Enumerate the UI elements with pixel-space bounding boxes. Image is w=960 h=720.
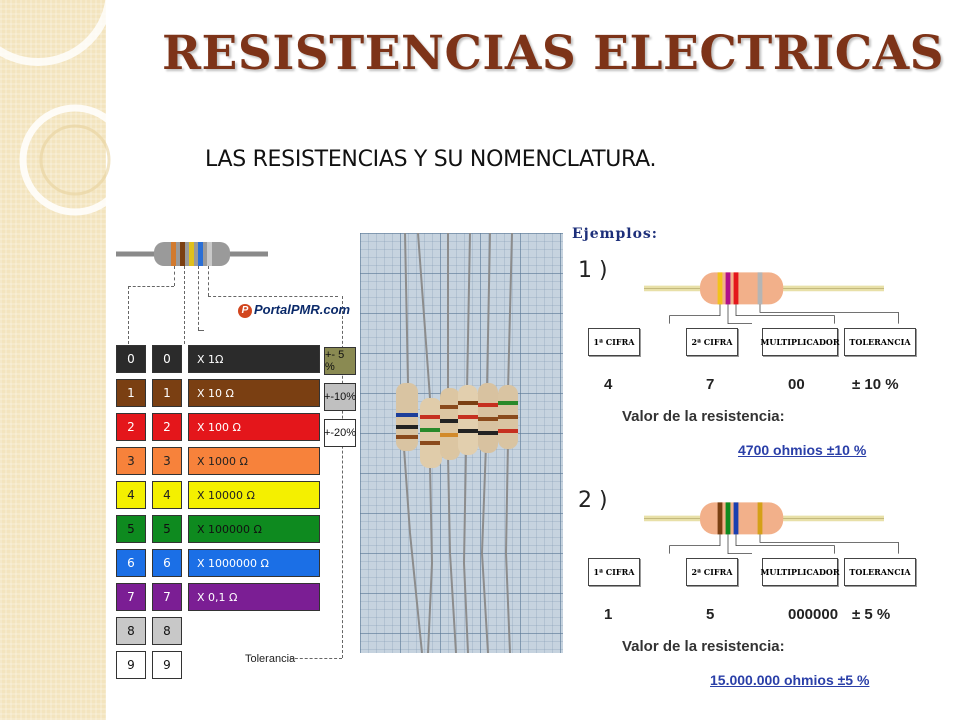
digit2-cell: 2 [152, 413, 182, 441]
digit1-cell: 3 [116, 447, 146, 475]
multiplier-cell: X 10000 Ω [188, 481, 320, 509]
tolerance-cell: +- 5 % [324, 347, 356, 375]
label-box-mult: MULTIPLICADOR [761, 328, 840, 356]
band-stripe [717, 272, 723, 305]
tolerance-cell: +-20% [324, 419, 356, 447]
multiplier-cell: X 100000 Ω [188, 515, 320, 543]
label-box-c1: 1ª CIFRA [588, 558, 640, 586]
digit1-cell: 6 [116, 549, 146, 577]
digit-2-value: 7 [706, 376, 715, 393]
digit1-cell: 5 [116, 515, 146, 543]
digit-2-value: 5 [706, 606, 715, 623]
digit1-cell: 0 [116, 345, 146, 373]
band-stripe [725, 502, 731, 535]
logo-text: PortalPMR.com [254, 302, 351, 317]
slide-title: RESISTENCIAS ELECTRICAS [162, 26, 945, 81]
result-value: 15.000.000 ohmios ±5 % [710, 672, 870, 688]
digit1-cell: 4 [116, 481, 146, 509]
digit1-cell: 2 [116, 413, 146, 441]
digit-1-value: 1 [604, 606, 613, 623]
tolerance-value: ± 10 % [852, 376, 899, 393]
tolerance-value: ± 5 % [852, 606, 891, 623]
example-number: 1 ) [578, 258, 608, 283]
label-box-tol: TOLERANCIA [844, 558, 916, 586]
digit1-cell: 1 [116, 379, 146, 407]
label-box-tol: TOLERANCIA [844, 328, 916, 356]
band-stripe [725, 272, 731, 305]
label-box-c1: 1ª CIFRA [588, 328, 640, 356]
examples-heading: Ejemplos: [572, 226, 658, 242]
band-stripe [757, 502, 763, 535]
digit-1-value: 4 [604, 376, 613, 393]
multiplier-cell: X 10 Ω [188, 379, 320, 407]
valor-label: Valor de la resistencia: [622, 408, 785, 425]
resistors-photo [360, 233, 563, 653]
resistors-photo-drawing [396, 233, 518, 653]
band-stripe [757, 272, 763, 305]
digit2-cell: 7 [152, 583, 182, 611]
slide-subtitle: LAS RESISTENCIAS Y SU NOMENCLATURA. [205, 147, 657, 172]
digit2-cell: 8 [152, 617, 182, 645]
tolerance-label: Tolerancia [245, 653, 296, 665]
examples-panel: Ejemplos: 1 ) 1ª CIFRA 2ª CIFRA MULTIPLICAD… [566, 226, 960, 720]
multiplier-value: 00 [788, 376, 805, 393]
example-number: 2 ) [578, 488, 608, 513]
multiplier-cell: X 1000 Ω [188, 447, 320, 475]
digit2-cell: 6 [152, 549, 182, 577]
digit2-cell: 9 [152, 651, 182, 679]
valor-label: Valor de la resistencia: [622, 638, 785, 655]
digit2-cell: 1 [152, 379, 182, 407]
multiplier-cell: X 1Ω [188, 345, 320, 373]
digit1-cell: 7 [116, 583, 146, 611]
example-resistor-icon [644, 272, 899, 324]
digit2-cell: 3 [152, 447, 182, 475]
multiplier-value: 000000 [788, 606, 839, 623]
resistor-icon [116, 242, 268, 266]
digit2-cell: 0 [152, 345, 182, 373]
digit2-cell: 5 [152, 515, 182, 543]
logo-mark-icon: P [238, 303, 252, 318]
result-value: 4700 ohmios ±10 % [738, 442, 867, 458]
multiplier-cell: X 100 Ω [188, 413, 320, 441]
digit1-cell: 8 [116, 617, 146, 645]
label-box-c2: 2ª CIFRA [686, 558, 738, 586]
multiplier-cell: X 0,1 Ω [188, 583, 320, 611]
decorative-side-band [0, 0, 106, 720]
decorative-circles [0, 0, 130, 216]
band-stripe [733, 272, 739, 305]
example-resistor-icon [644, 502, 899, 554]
label-box-c2: 2ª CIFRA [686, 328, 738, 356]
multiplier-cell: X 1000000 Ω [188, 549, 320, 577]
digit2-cell: 4 [152, 481, 182, 509]
label-box-mult: MULTIPLICADOR [761, 558, 840, 586]
tolerance-cell: +-10% [324, 383, 356, 411]
digit1-cell: 9 [116, 651, 146, 679]
band-stripe [717, 502, 723, 535]
band-stripe [733, 502, 739, 535]
